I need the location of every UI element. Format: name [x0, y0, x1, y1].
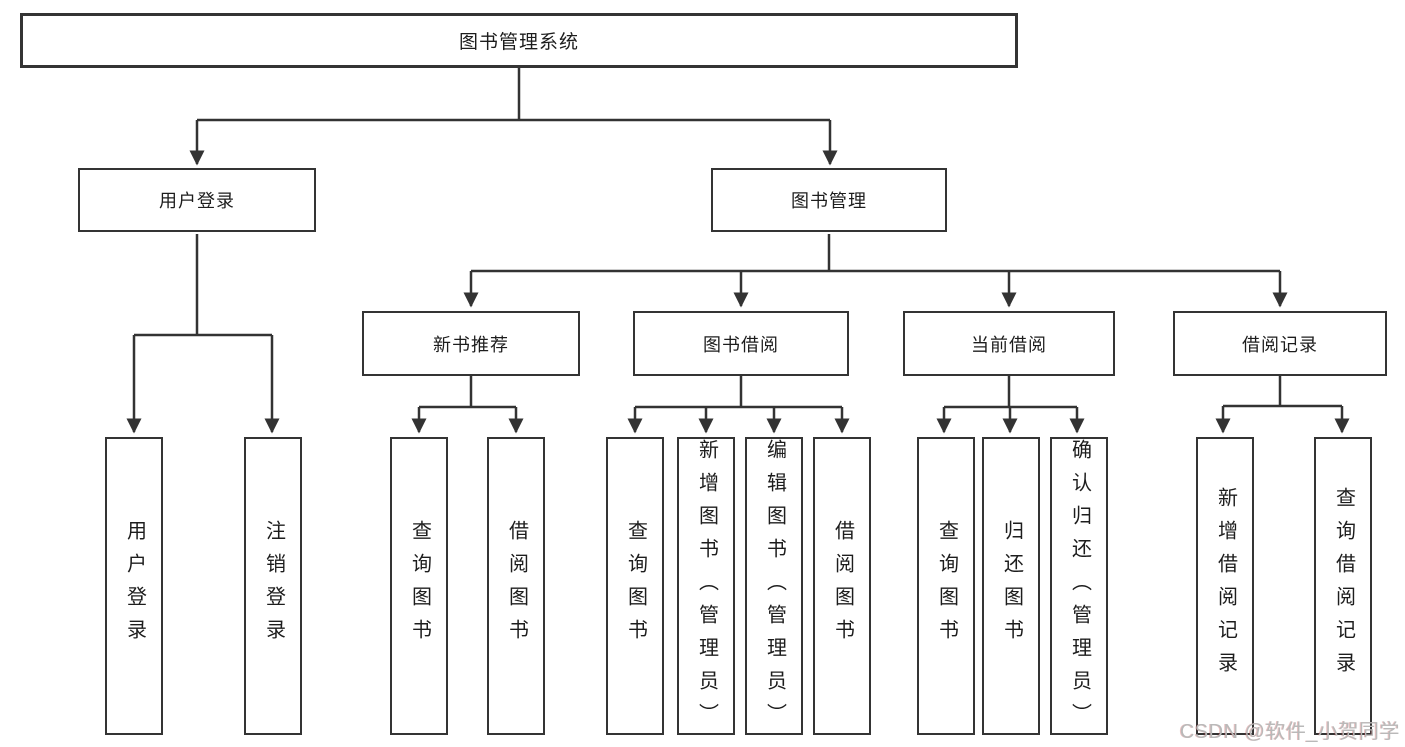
leaf-br-add-record: 新增借阅记录: [1196, 437, 1254, 735]
csdn-watermark: CSDN @软件_小贺同学: [1179, 721, 1400, 743]
leaf-bb-query-books: 查询图书: [606, 437, 664, 735]
leaf-cb-confirm-return-admin: 确认归还（管理员）: [1050, 437, 1108, 736]
node-root-system: 图书管理系统: [20, 13, 1018, 68]
leaf-bb-add-books-admin: 新增图书（管理员）: [677, 437, 735, 736]
leaf-cb-query-books: 查询图书: [917, 437, 975, 735]
node-current-borrow: 当前借阅: [903, 311, 1115, 376]
leaf-bb-edit-books-admin: 编辑图书（管理员）: [745, 437, 803, 736]
leaf-bb-borrow-books: 借阅图书: [813, 437, 871, 735]
node-book-borrow: 图书借阅: [633, 311, 849, 376]
leaf-cb-return-books: 归还图书: [982, 437, 1040, 735]
leaf-nb-borrow-books: 借阅图书: [487, 437, 545, 735]
leaf-br-query-record: 查询借阅记录: [1314, 437, 1372, 735]
node-book-management: 图书管理: [711, 168, 947, 232]
leaf-logout: 注销登录: [244, 437, 302, 735]
leaf-nb-query-books: 查询图书: [390, 437, 448, 735]
node-user-login: 用户登录: [78, 168, 316, 232]
node-borrow-record: 借阅记录: [1173, 311, 1387, 376]
node-new-book-recommend: 新书推荐: [362, 311, 580, 376]
leaf-user-login: 用户登录: [105, 437, 163, 735]
